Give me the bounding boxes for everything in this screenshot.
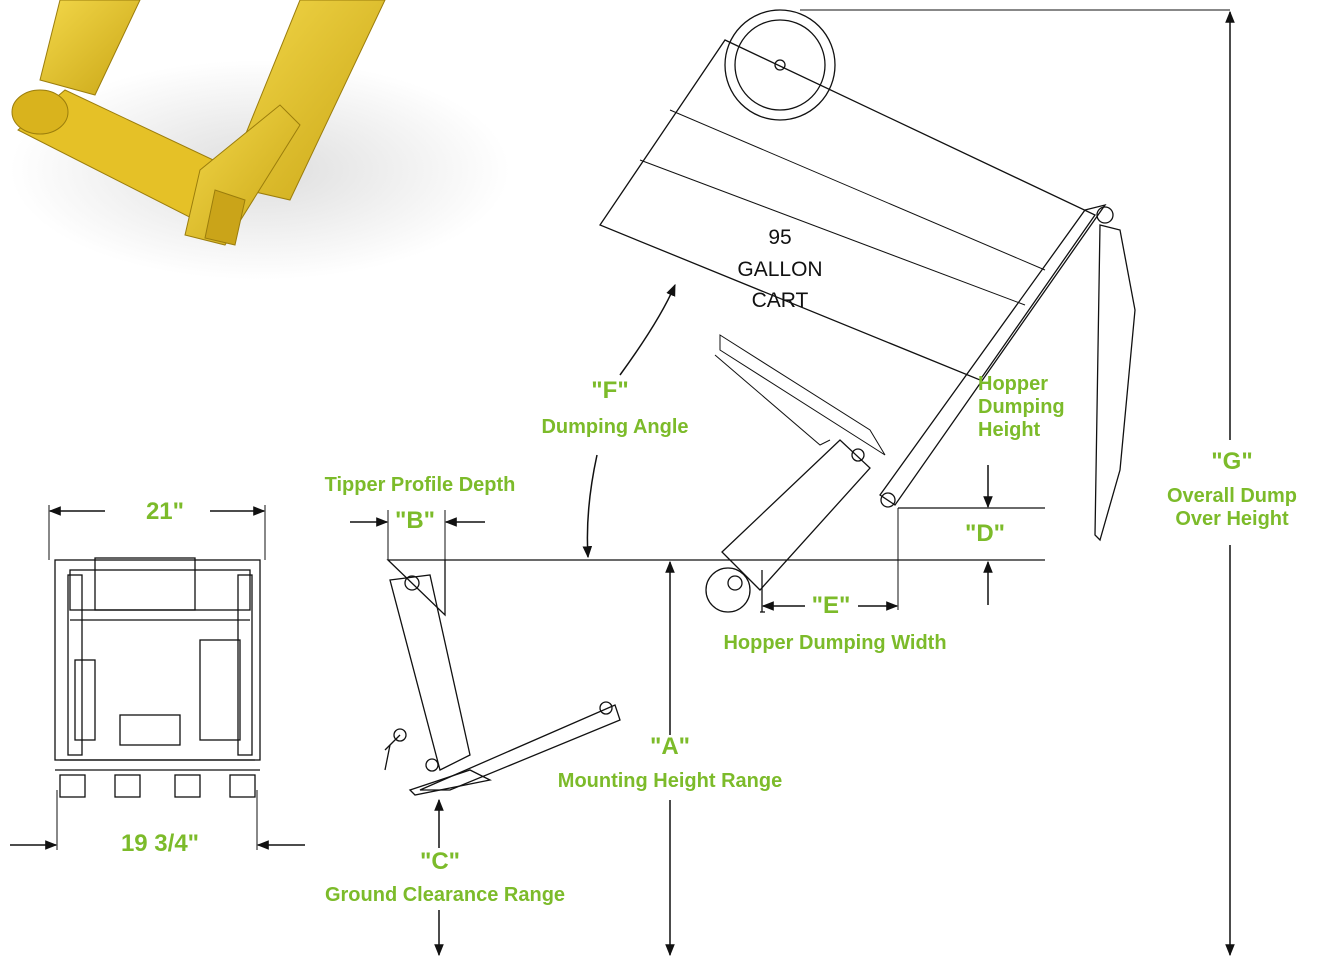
dim-e-name: Hopper Dumping Width [723,632,947,654]
dim-g-name-line2: Over Height [1175,508,1289,530]
width-top-label: 21" [145,498,185,525]
dim-d-name-line3: Height [978,419,1041,441]
dim-f-name: Dumping Angle [541,416,689,438]
dim-g-code: "G" [1211,448,1253,475]
dim-d-name: Hopper Dumping Height [978,373,1065,442]
dim-d-name-line1: Hopper [978,373,1048,395]
side-view-drawing [384,559,621,796]
tipped-cart-drawing [599,9,1136,542]
dim-b-code: "B" [394,507,436,534]
cart-label-line1: 95 [768,226,792,249]
dim-b-name: Tipper Profile Depth [324,474,516,496]
dim-d-name-line2: Dumping [978,396,1065,418]
dim-e-code: "E" [811,592,851,619]
dim-g-name-line1: Overall Dump [1166,485,1298,507]
dim-f-code: "F" [591,377,629,404]
front-view-drawing [54,557,261,798]
dim-c-name: Ground Clearance Range [324,884,566,906]
dim-a-code: "A" [649,733,691,760]
dim-c-code: "C" [419,848,461,875]
dim-a-name: Mounting Height Range [557,770,783,792]
width-bottom-label: 19 3/4" [120,830,200,857]
tipper-render-image [10,0,510,280]
dim-d-code: "D" [964,520,1006,547]
cart-label-line2: GALLON [737,257,823,281]
hopper-arm-drawing [705,439,896,613]
cart-label: 95 GALLON CART [720,222,840,317]
dim-g-name: Overall Dump Over Height [1142,485,1320,531]
cart-label-line3: CART [751,289,809,312]
